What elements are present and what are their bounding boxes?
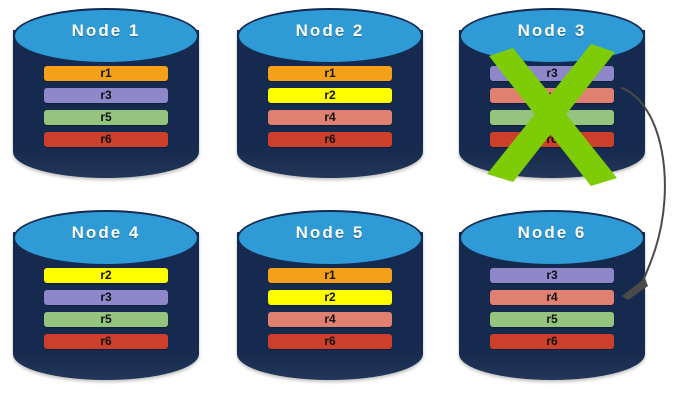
record-bar[interactable]: r6 bbox=[268, 132, 392, 147]
record-bar[interactable]: r6 bbox=[44, 334, 168, 349]
record-bar[interactable]: r4 bbox=[268, 110, 392, 125]
record-bar[interactable]: r5 bbox=[44, 110, 168, 125]
record-bar[interactable]: r6 bbox=[490, 132, 614, 147]
cylinder-top-ellipse bbox=[13, 210, 199, 266]
record-bar[interactable]: r5 bbox=[44, 312, 168, 327]
node-4-label: Node 4 bbox=[71, 223, 141, 242]
cylinder-top-ellipse bbox=[13, 8, 199, 64]
record-bar[interactable]: r5 bbox=[490, 110, 614, 125]
node-5[interactable]: Node 5 r1 r2 r4 r6 bbox=[237, 210, 423, 390]
node-1-label: Node 1 bbox=[71, 21, 141, 40]
record-bar[interactable]: r3 bbox=[44, 290, 168, 305]
node-5-label: Node 5 bbox=[295, 223, 365, 242]
record-bar[interactable]: r4 bbox=[490, 88, 614, 103]
node-6[interactable]: Node 6 r3 r4 r5 r6 bbox=[459, 210, 645, 390]
record-bar[interactable]: r2 bbox=[268, 88, 392, 103]
node-6-records: r3 r4 r5 r6 bbox=[490, 268, 614, 356]
cylinder-top-ellipse bbox=[237, 210, 423, 266]
node-5-records: r1 r2 r4 r6 bbox=[268, 268, 392, 356]
record-bar[interactable]: r4 bbox=[268, 312, 392, 327]
record-bar[interactable]: r3 bbox=[490, 66, 614, 81]
record-bar[interactable]: r2 bbox=[44, 268, 168, 283]
node-2[interactable]: Node 2 r1 r2 r4 r6 bbox=[237, 8, 423, 188]
record-bar[interactable]: r3 bbox=[44, 88, 168, 103]
record-bar[interactable]: r3 bbox=[490, 268, 614, 283]
node-4[interactable]: Node 4 r2 r3 r5 r6 bbox=[13, 210, 199, 390]
node-3-label: Node 3 bbox=[517, 21, 587, 40]
node-4-records: r2 r3 r5 r6 bbox=[44, 268, 168, 356]
record-bar[interactable]: r2 bbox=[268, 290, 392, 305]
record-bar[interactable]: r6 bbox=[490, 334, 614, 349]
node-2-records: r1 r2 r4 r6 bbox=[268, 66, 392, 154]
record-bar[interactable]: r6 bbox=[44, 132, 168, 147]
cylinder-top-ellipse bbox=[237, 8, 423, 64]
node-3[interactable]: Node 3 r3 r4 r5 r6 bbox=[459, 8, 645, 188]
record-bar[interactable]: r1 bbox=[268, 268, 392, 283]
node-6-label: Node 6 bbox=[517, 223, 587, 242]
record-bar[interactable]: r5 bbox=[490, 312, 614, 327]
node-3-records: r3 r4 r5 r6 bbox=[490, 66, 614, 154]
node-1-records: r1 r3 r5 r6 bbox=[44, 66, 168, 154]
record-bar[interactable]: r6 bbox=[268, 334, 392, 349]
record-bar[interactable]: r4 bbox=[490, 290, 614, 305]
record-bar[interactable]: r1 bbox=[44, 66, 168, 81]
node-1[interactable]: Node 1 r1 r3 r5 r6 bbox=[13, 8, 199, 188]
record-bar[interactable]: r1 bbox=[268, 66, 392, 81]
node-2-label: Node 2 bbox=[295, 21, 365, 40]
